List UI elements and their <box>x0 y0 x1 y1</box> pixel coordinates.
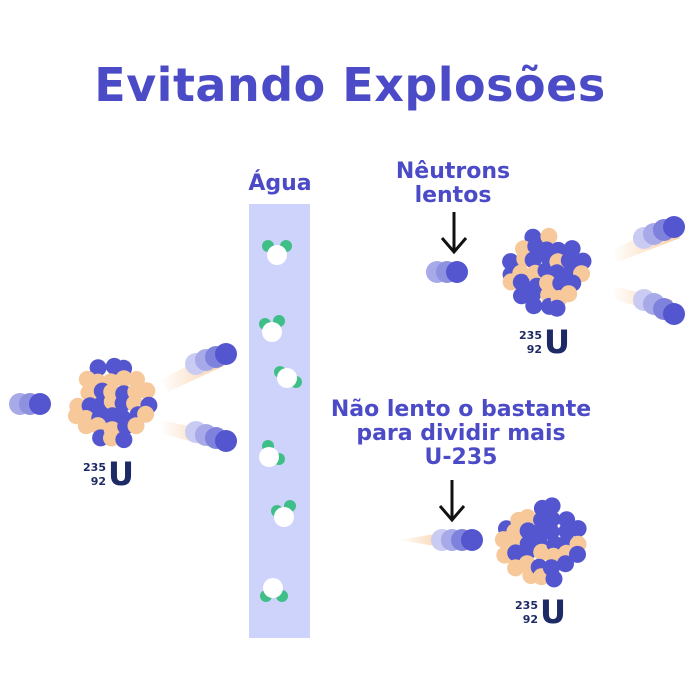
nucleon <box>138 382 156 400</box>
page-title: Evitando Explosões <box>94 58 606 112</box>
not-slow-enough-label: Não lento o bastante para dividir mais U… <box>330 397 592 470</box>
outgoing-neutron-upper-left <box>160 343 237 392</box>
water-column <box>249 204 310 638</box>
fast-neutron <box>398 529 483 551</box>
water-molecule <box>271 500 296 527</box>
water-molecule <box>262 240 292 265</box>
water-label: Água <box>248 171 312 196</box>
nucleon <box>525 297 543 315</box>
uranium-nucleus-bottom-right <box>494 497 587 588</box>
outgoing-neutron-lower-right <box>612 286 685 325</box>
slow-neutrons-label: Nêutrons lentos <box>395 159 511 208</box>
nucleon <box>543 497 561 515</box>
uranium-nucleus-top-right <box>502 227 592 317</box>
water-molecule <box>274 366 302 388</box>
nucleon <box>519 522 537 540</box>
isotope-label-left: 235 92 U <box>83 455 134 493</box>
nucleon <box>569 520 587 538</box>
nucleon <box>569 545 586 563</box>
water-molecule <box>259 440 285 467</box>
nucleon <box>127 417 145 435</box>
nucleon <box>115 431 133 449</box>
nucleon <box>540 227 558 245</box>
water-molecule <box>260 578 288 602</box>
nucleon <box>560 285 578 303</box>
nucleon <box>115 370 133 388</box>
slow-neutron <box>426 261 468 283</box>
nucleon <box>128 371 145 388</box>
nucleon <box>137 405 155 423</box>
nucleon <box>519 543 537 560</box>
nucleon <box>574 252 592 270</box>
nucleon <box>548 299 566 317</box>
nucleon <box>80 384 98 402</box>
outgoing-neutron-lower-left <box>160 420 237 452</box>
incoming-neutron-left <box>9 393 51 415</box>
isotope-label-top-right: 235 92 U <box>519 323 570 361</box>
arrow-down-icon <box>438 480 466 523</box>
nucleon <box>89 359 107 377</box>
uranium-nucleus-left <box>67 357 158 449</box>
nucleon <box>557 555 574 573</box>
arrow-down-icon <box>440 212 468 255</box>
nucleon <box>502 253 520 271</box>
nucleon <box>545 570 563 588</box>
isotope-label-bottom-right: 235 92 U <box>515 593 566 631</box>
water-molecule <box>259 315 285 342</box>
nucleon <box>543 510 561 528</box>
nucleon <box>524 251 542 269</box>
nucleon <box>103 429 120 447</box>
outgoing-neutron-upper-right <box>612 216 685 262</box>
nucleon <box>519 509 537 526</box>
nucleon <box>512 273 530 291</box>
